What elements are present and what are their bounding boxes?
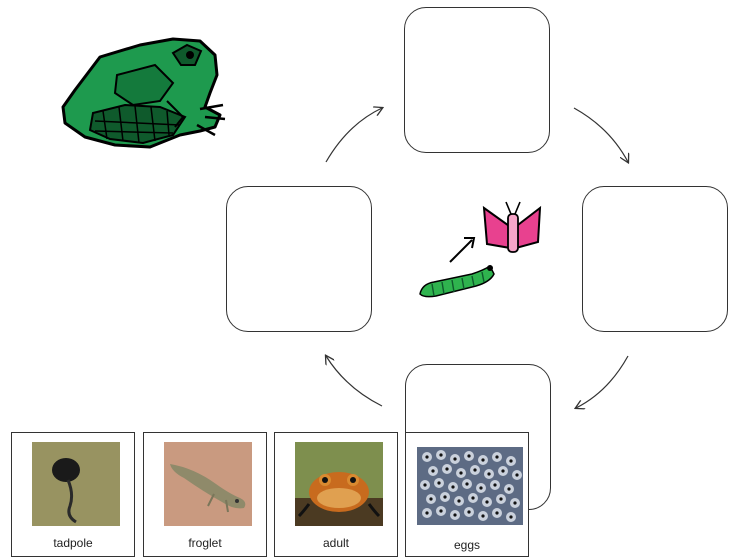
arrow-right-to-bottom: [576, 356, 628, 408]
card-adult[interactable]: adult: [274, 432, 398, 557]
butterfly-caterpillar-icon: [412, 196, 547, 304]
froglet-photo: [164, 442, 252, 526]
frogspawn-image: [417, 447, 523, 525]
arrow-top-to-right: [574, 108, 628, 162]
card-label: adult: [275, 536, 397, 550]
card-eggs[interactable]: eggs: [405, 432, 529, 557]
tadpole-photo: [32, 442, 120, 526]
arrow-left-to-top: [326, 108, 382, 162]
card-tadpole[interactable]: tadpole: [11, 432, 135, 557]
eggs-photo: [417, 447, 523, 525]
card-label: froglet: [144, 536, 266, 550]
card-froglet[interactable]: froglet: [143, 432, 267, 557]
adult-frog-photo: [295, 442, 383, 526]
arrow-bottom-to-left: [326, 356, 382, 406]
card-label: eggs: [406, 538, 528, 552]
card-label: tadpole: [12, 536, 134, 550]
